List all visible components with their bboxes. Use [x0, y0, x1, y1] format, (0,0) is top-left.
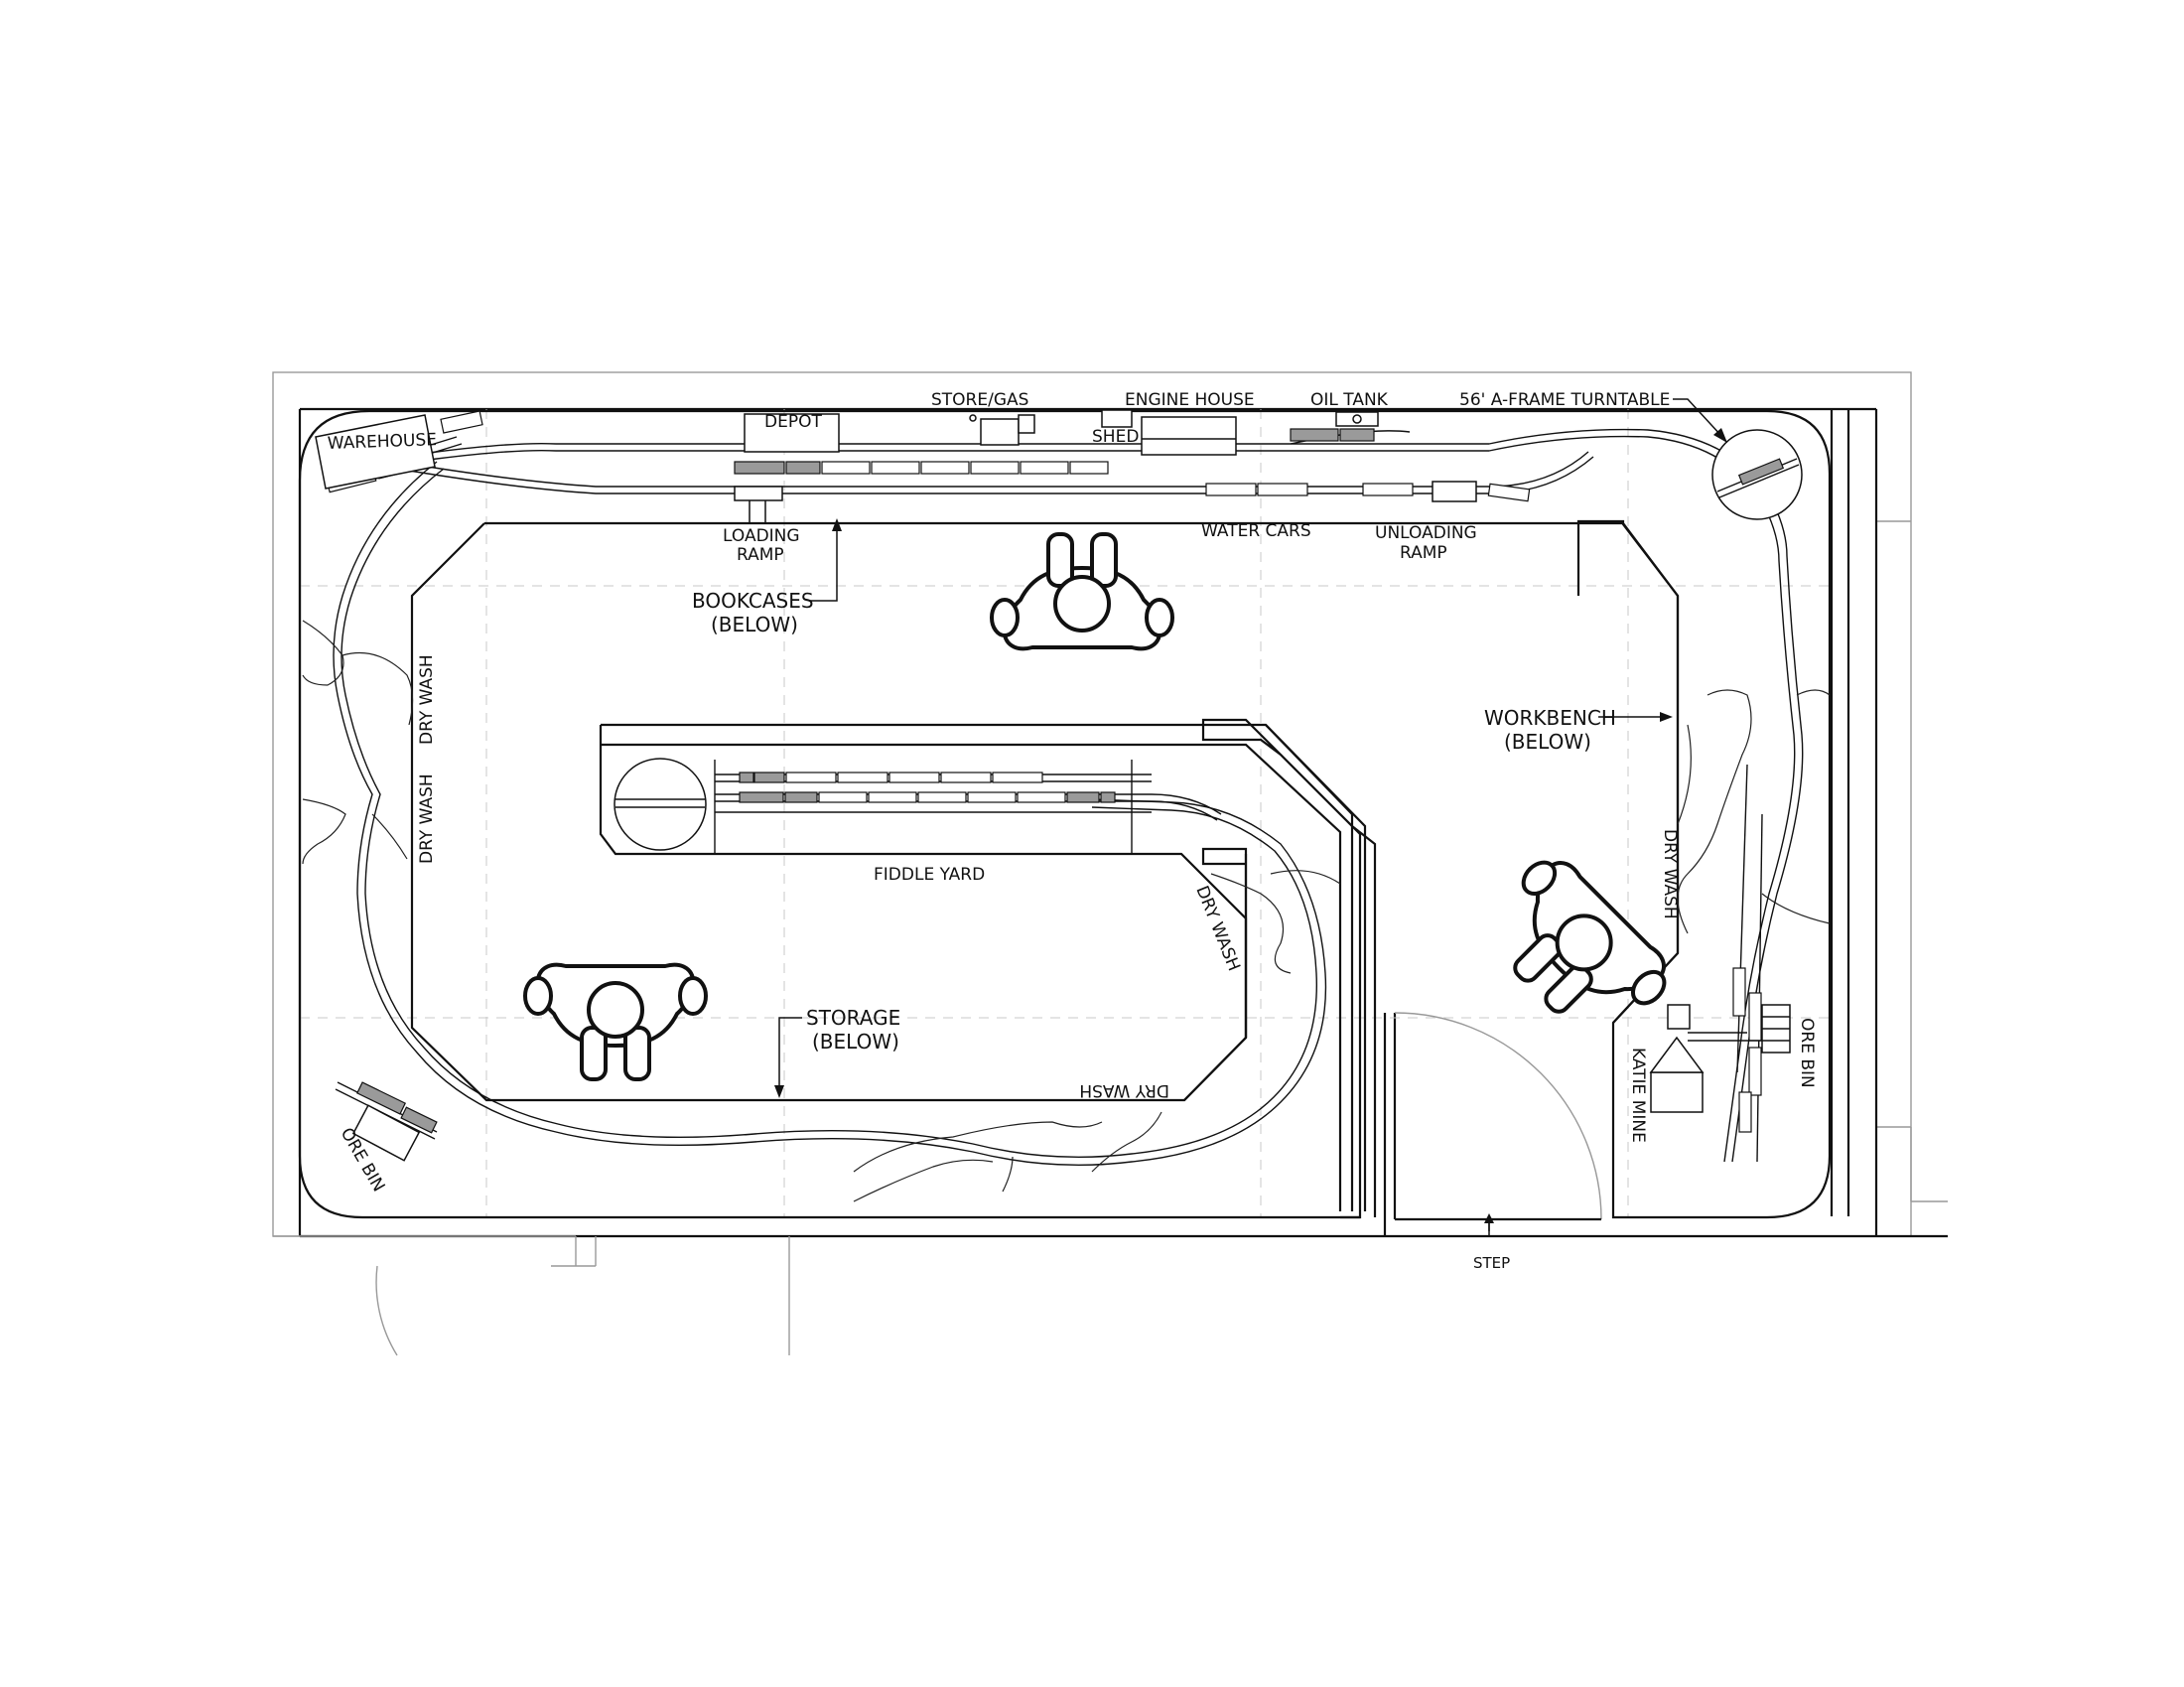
label-katie-mine: KATIE MINE — [1628, 1048, 1648, 1143]
warehouse-building — [315, 414, 436, 490]
label-unloading-ramp-2: RAMP — [1400, 543, 1447, 563]
label-storage-1: STORAGE — [806, 1006, 900, 1030]
benchwork — [298, 409, 1832, 1219]
leader-arrow-icon — [774, 398, 1727, 1236]
label-workbench-1: WORKBENCH — [1484, 706, 1616, 730]
label-storage-2: (BELOW) — [812, 1030, 899, 1054]
person-topview-icon — [523, 962, 708, 1081]
room-walls — [272, 371, 1948, 1356]
ore-bin-left — [351, 1104, 421, 1162]
label-ore-bin-right: ORE BIN — [1797, 1018, 1817, 1088]
label-engine-house: ENGINE HOUSE — [1125, 390, 1255, 410]
label-water-cars: WATER CARS — [1201, 521, 1311, 541]
label-unloading-ramp-1: UNLOADING — [1375, 523, 1477, 543]
label-step: STEP — [1473, 1254, 1510, 1272]
label-oil-tank: OIL TANK — [1310, 390, 1389, 410]
structures — [315, 409, 1803, 1162]
store-gas-building — [980, 418, 1020, 446]
label-shed: SHED — [1092, 427, 1139, 447]
depot-building — [744, 413, 840, 453]
label-store-gas: STORE/GAS — [931, 390, 1028, 410]
ore-bin-right — [1761, 1004, 1791, 1054]
label-dry-wash-5: DRY WASH — [1660, 829, 1680, 919]
label-fiddle-yard: FIDDLE YARD — [874, 865, 985, 885]
mainline-track — [327, 428, 1804, 1167]
label-bookcases-2: (BELOW) — [711, 613, 798, 636]
label-turntable: 56' A-FRAME TURNTABLE — [1459, 390, 1670, 410]
loading-ramp — [734, 486, 783, 501]
engine-house-building — [1141, 416, 1237, 456]
fiddle-turntable — [614, 758, 707, 851]
label-warehouse: WAREHOUSE — [327, 430, 437, 454]
label-dry-wash-3: DRY WASH — [1191, 883, 1244, 974]
label-dry-wash-4: DRY WASH — [1079, 1080, 1169, 1100]
rolling-stock — [326, 428, 1762, 1134]
katie-mine — [1649, 1004, 1767, 1113]
label-workbench-2: (BELOW) — [1504, 730, 1591, 754]
terrain — [302, 620, 1831, 1202]
unloading-ramp — [1432, 481, 1477, 502]
person-topview-icon — [1471, 847, 1680, 1055]
label-dry-wash-2: DRY WASH — [417, 773, 437, 864]
turntable-icon — [1711, 429, 1803, 520]
label-depot: DEPOT — [764, 412, 822, 432]
label-loading-ramp-2: RAMP — [737, 545, 784, 565]
label-loading-ramp-1: LOADING — [723, 526, 800, 546]
label-dry-wash-1: DRY WASH — [417, 654, 437, 745]
person-topview-icon — [990, 532, 1174, 651]
shed-building — [1101, 409, 1133, 428]
label-bookcases-1: BOOKCASES — [692, 589, 814, 613]
